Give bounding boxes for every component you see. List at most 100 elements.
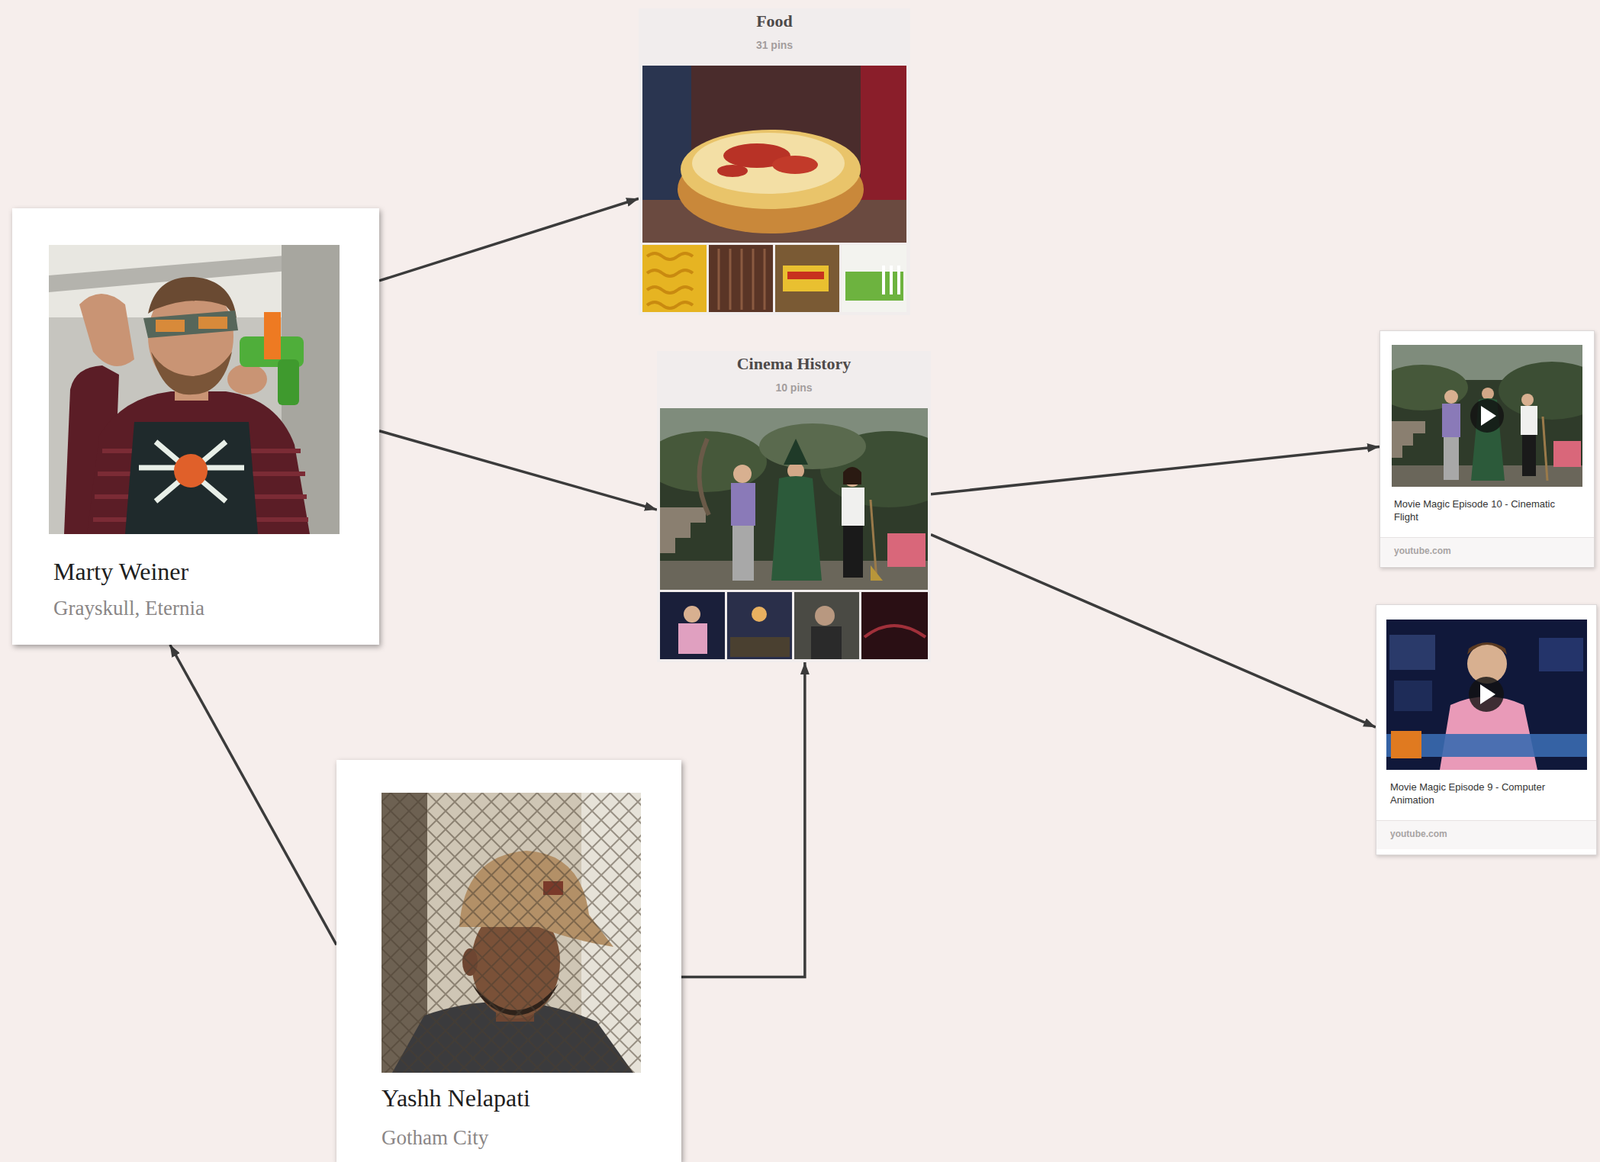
profile-photo-part bbox=[381, 792, 641, 1073]
pin-title: Movie Magic Episode 10 - Cinematic Fligh… bbox=[1380, 497, 1594, 524]
board-cover-part bbox=[775, 244, 840, 313]
video-thumbnail-part bbox=[1468, 676, 1504, 712]
board-cover-part bbox=[814, 605, 835, 626]
board-cover-part bbox=[864, 625, 926, 638]
user-name: Yashh Nelapati bbox=[381, 1083, 667, 1113]
pin-count: 10 pins bbox=[659, 381, 928, 395]
video-thumbnail-part bbox=[1481, 387, 1494, 400]
board-cover-part bbox=[759, 423, 866, 470]
video-thumbnail-part bbox=[1391, 421, 1426, 458]
board-cover-part bbox=[642, 65, 907, 243]
connector-arrow bbox=[170, 644, 337, 945]
video-thumbnail-part bbox=[1393, 680, 1433, 712]
profile-photo-part bbox=[86, 391, 310, 535]
profile-photo-part bbox=[381, 792, 641, 1073]
board-cover-part bbox=[782, 265, 829, 292]
board-cover-part bbox=[642, 244, 707, 313]
board-cover-part bbox=[772, 155, 818, 174]
board-card: Food 31 pins bbox=[638, 8, 911, 316]
user-location: Grayskull, Eternia bbox=[53, 595, 364, 621]
profile-photo-part bbox=[227, 363, 268, 395]
board-cover-part bbox=[717, 164, 748, 178]
video-thumbnail-part bbox=[1522, 434, 1536, 477]
board-cover-part bbox=[718, 248, 765, 310]
board-cover-part bbox=[794, 592, 860, 660]
board-cover-part bbox=[843, 466, 862, 485]
video-thumbnail-part bbox=[1442, 403, 1461, 438]
connector-arrow bbox=[681, 662, 805, 978]
board-cover-part bbox=[811, 626, 842, 660]
board-cover-part bbox=[659, 507, 706, 554]
video-thumbnail-part bbox=[1389, 634, 1436, 670]
board-cover-part bbox=[845, 271, 904, 301]
user-card: Marty WeinerGrayskull, Eternia bbox=[12, 208, 380, 645]
board-cover-part bbox=[771, 476, 822, 581]
board-cover bbox=[642, 65, 907, 313]
pin-source: youtube.com bbox=[1393, 545, 1581, 557]
board-cover-part bbox=[783, 438, 809, 465]
user-location: Gotham City bbox=[381, 1125, 667, 1150]
connector-arrow bbox=[930, 534, 1376, 728]
profile-photo-part bbox=[277, 359, 300, 406]
board-title: Food bbox=[642, 11, 907, 32]
pin-footer: youtube.com bbox=[1380, 537, 1594, 567]
board-cover-part bbox=[861, 592, 928, 660]
video-thumbnail-part bbox=[1470, 399, 1504, 433]
board-cover-part bbox=[733, 464, 752, 483]
board-cover bbox=[659, 408, 928, 660]
video-thumbnail-part bbox=[1444, 389, 1459, 404]
connector-arrow bbox=[930, 446, 1380, 494]
profile-photo-part bbox=[151, 351, 232, 395]
board-cover-part bbox=[680, 129, 861, 210]
board-card: Cinema History 10 pins bbox=[656, 350, 931, 663]
board-cover-part bbox=[647, 253, 693, 309]
board-cover-part bbox=[870, 565, 883, 581]
board-cover-part bbox=[730, 637, 790, 657]
connector-arrow bbox=[379, 431, 657, 510]
user-card: Yashh NelapatiGotham City bbox=[336, 759, 682, 1162]
video-thumbnail-part bbox=[1471, 398, 1505, 481]
pin-title: Movie Magic Episode 9 - Computer Animati… bbox=[1376, 780, 1597, 807]
board-cover-part bbox=[883, 265, 899, 295]
profile-photo-part bbox=[125, 421, 258, 535]
profile-photo-part bbox=[155, 319, 185, 332]
board-cover-part bbox=[698, 438, 709, 516]
board-cover-part bbox=[659, 592, 725, 660]
video-thumbnail-part bbox=[1390, 730, 1422, 759]
board-cover-part bbox=[751, 606, 767, 622]
pin-footer: youtube.com bbox=[1376, 820, 1597, 850]
user-name: Marty Weiner bbox=[53, 556, 364, 586]
board-cover-part bbox=[708, 244, 773, 313]
profile-photo bbox=[381, 792, 641, 1073]
board-cover-part bbox=[730, 482, 756, 526]
video-thumbnail bbox=[1386, 619, 1588, 770]
pin-card: Movie Magic Episode 9 - Computer Animati… bbox=[1375, 604, 1597, 856]
video-thumbnail-part bbox=[1520, 405, 1538, 435]
board-cover-part bbox=[843, 525, 863, 578]
profile-photo-part bbox=[79, 293, 135, 367]
video-thumbnail bbox=[1391, 344, 1583, 487]
video-thumbnail-part bbox=[1386, 619, 1588, 770]
video-thumbnail-part bbox=[1443, 437, 1459, 480]
video-thumbnail-part bbox=[1480, 405, 1497, 426]
video-thumbnail-part bbox=[1553, 441, 1581, 467]
connector-arrow bbox=[379, 198, 639, 281]
video-thumbnail-part bbox=[1538, 637, 1584, 672]
board-title: Cinema History bbox=[659, 354, 928, 374]
board-cover-part bbox=[683, 605, 701, 623]
board-cover-part bbox=[678, 623, 708, 654]
profile-photo-part bbox=[173, 453, 208, 488]
pin-count: 31 pins bbox=[642, 38, 907, 52]
profile-photo bbox=[48, 244, 340, 535]
profile-photo-part bbox=[138, 441, 245, 502]
profile-photo-part bbox=[198, 316, 228, 329]
video-thumbnail-part bbox=[1498, 361, 1583, 420]
pin-card: Movie Magic Episode 10 - Cinematic Fligh… bbox=[1379, 330, 1595, 568]
board-cover-part bbox=[841, 487, 865, 526]
video-thumbnail-part bbox=[1542, 416, 1548, 481]
profile-photo-part bbox=[48, 244, 340, 535]
board-cover-part bbox=[732, 525, 754, 581]
profile-photo-part bbox=[143, 310, 239, 339]
board-cover-part bbox=[692, 132, 845, 194]
